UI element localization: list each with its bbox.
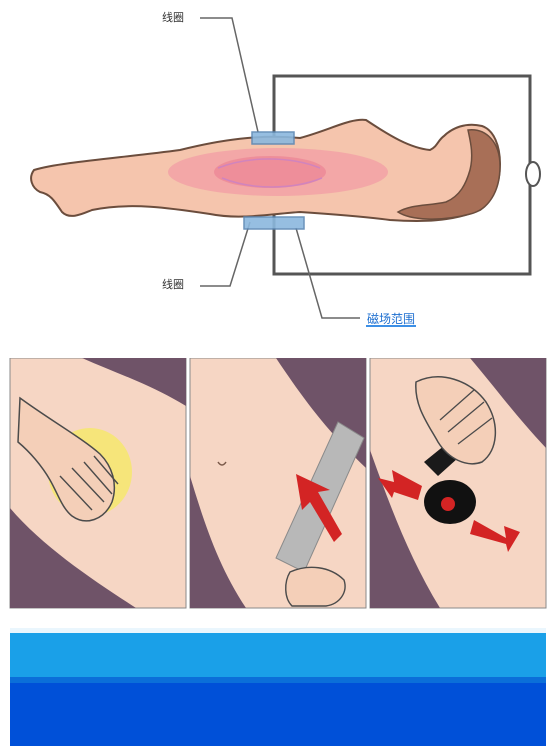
red-dot <box>441 497 455 511</box>
coil-label-top: 线圈 <box>162 12 184 24</box>
panel-2 <box>190 358 366 608</box>
hand-holding-tape <box>286 567 345 606</box>
coil-bottom <box>244 217 304 229</box>
panel-3 <box>370 358 546 608</box>
band-dark-blue <box>10 683 546 746</box>
three-step-illustration <box>0 358 552 610</box>
band-light-blue <box>10 633 546 677</box>
pink-field-core <box>214 156 326 188</box>
body-coil-diagram <box>0 0 552 350</box>
panel-1 <box>10 358 186 608</box>
coil-top <box>252 132 294 144</box>
frame-side-knob <box>526 162 540 186</box>
leader-line-top <box>200 18 258 132</box>
coil-label-bottom: 线圈 <box>162 279 184 291</box>
field-range-label: 磁场范围 <box>366 313 416 327</box>
leader-line-bottom <box>200 222 250 286</box>
